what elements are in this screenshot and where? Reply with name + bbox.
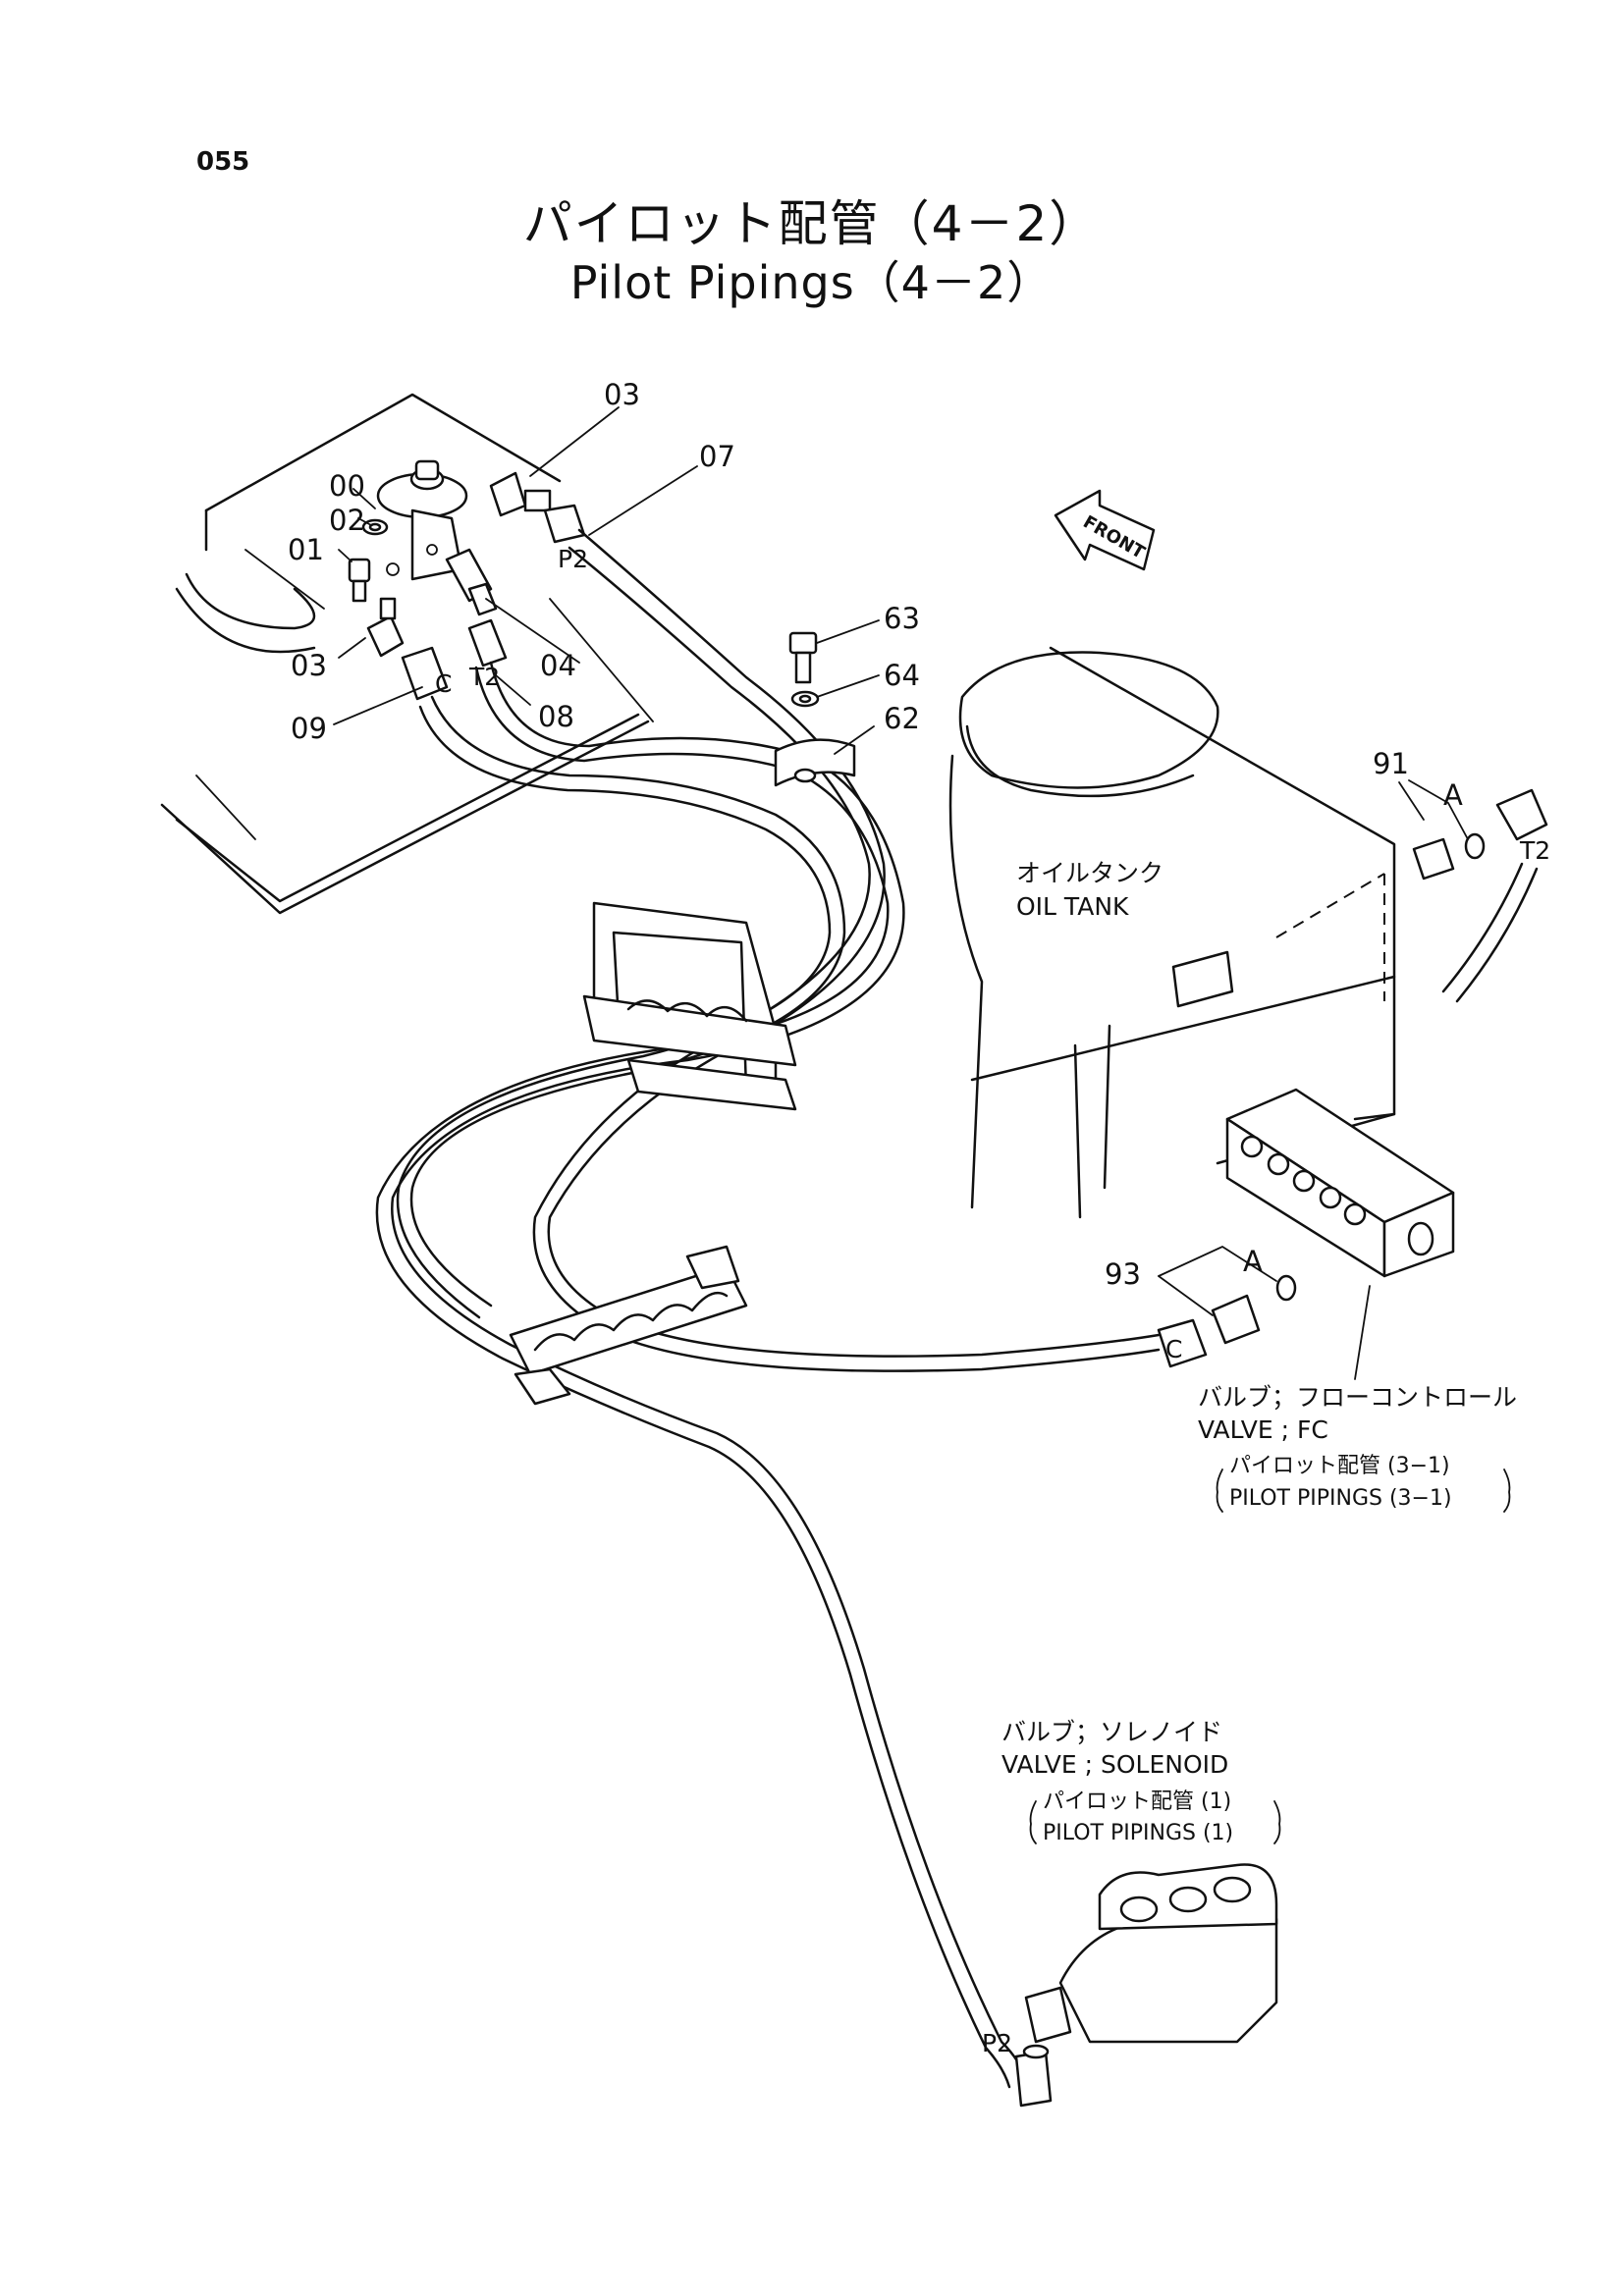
valve-solenoid-label-en: VALVE ; SOLENOID xyxy=(1001,1750,1228,1779)
bolt-63 xyxy=(788,631,818,684)
washer-64 xyxy=(790,690,820,708)
component-labels: オイルタンク OIL TANK バルブ；フローコントロール VALVE ; FC… xyxy=(1001,859,1517,1845)
valve-solenoid-ref-jp: パイロット配管 (1) xyxy=(1043,1789,1231,1814)
port-label-c-top: C xyxy=(435,669,452,698)
flow-control-valve xyxy=(1225,1088,1455,1278)
fitting-91 xyxy=(1412,788,1548,881)
port-label-t2-top: T2 xyxy=(468,663,500,691)
detail-marker-a-lower: A xyxy=(1243,1245,1263,1278)
callout-93: 93 xyxy=(1105,1257,1141,1291)
port-label-t2-right: T2 xyxy=(1519,836,1550,865)
callout-91: 91 xyxy=(1373,747,1409,780)
detail-marker-a-top: A xyxy=(1443,778,1463,812)
callout-01: 01 xyxy=(288,533,324,566)
valve-solenoid-ref-en: PILOT PIPINGS (1) xyxy=(1043,1821,1233,1845)
bolt-01 xyxy=(348,558,371,603)
elbow-03-lower xyxy=(366,597,405,658)
valve-fc-label-jp: バルブ；フローコントロール xyxy=(1198,1383,1517,1412)
valve-fc-ref-en: PILOT PIPINGS (3−1) xyxy=(1229,1486,1452,1511)
callouts: 00 02 01 03 03 07 04 09 08 63 64 62 91 9… xyxy=(288,378,1409,1291)
callout-09: 09 xyxy=(291,712,327,745)
port-label-p2-top: P2 xyxy=(558,545,588,573)
callout-04: 04 xyxy=(540,649,576,682)
pilot-port-block xyxy=(376,459,468,581)
port-label-p2-bottom: P2 xyxy=(982,2029,1012,2057)
cab-floor-panel xyxy=(160,393,654,915)
oil-tank-label-en: OIL TANK xyxy=(1016,892,1129,921)
valve-fc-ref-jp: パイロット配管 (3−1) xyxy=(1229,1454,1450,1478)
leader-lines xyxy=(333,406,1511,1844)
solenoid-valve xyxy=(1014,1863,1278,2108)
callout-03-upper: 03 xyxy=(604,378,640,411)
valve-fc-label-en: VALVE ; FC xyxy=(1198,1415,1328,1444)
pilot-hoses xyxy=(375,528,1539,2089)
port-label-c-lower: C xyxy=(1165,1335,1182,1363)
callout-03-lower: 03 xyxy=(291,649,327,682)
callout-63: 63 xyxy=(884,602,920,635)
callout-08: 08 xyxy=(538,700,574,733)
hose-fittings-top xyxy=(401,504,586,701)
callout-07: 07 xyxy=(699,440,735,473)
elbow-03-upper xyxy=(489,471,552,517)
callout-64: 64 xyxy=(884,659,920,692)
callout-02: 02 xyxy=(329,504,365,537)
clamp-62 xyxy=(774,738,856,787)
connector-04 xyxy=(445,548,498,616)
hose-bracket-upper xyxy=(582,901,797,1111)
front-arrow: FRONT xyxy=(1054,489,1156,571)
page-title-jp: パイロット配管（4－2） xyxy=(522,195,1101,252)
page-number: 055 xyxy=(196,147,250,177)
port-labels: P2 T2 C T2 C P2 A A xyxy=(435,545,1550,2057)
hose-bracket-lower xyxy=(509,1245,748,1406)
page-title-en: Pilot Pipings（4－2） xyxy=(569,256,1054,309)
valve-solenoid-label-jp: バルブ；ソレノイド xyxy=(1001,1718,1222,1746)
oil-tank-label-jp: オイルタンク xyxy=(1016,859,1163,887)
oil-tank xyxy=(948,646,1396,1219)
callout-00: 00 xyxy=(329,469,365,503)
fitting-93 xyxy=(1157,1274,1297,1368)
callout-62: 62 xyxy=(884,702,920,735)
